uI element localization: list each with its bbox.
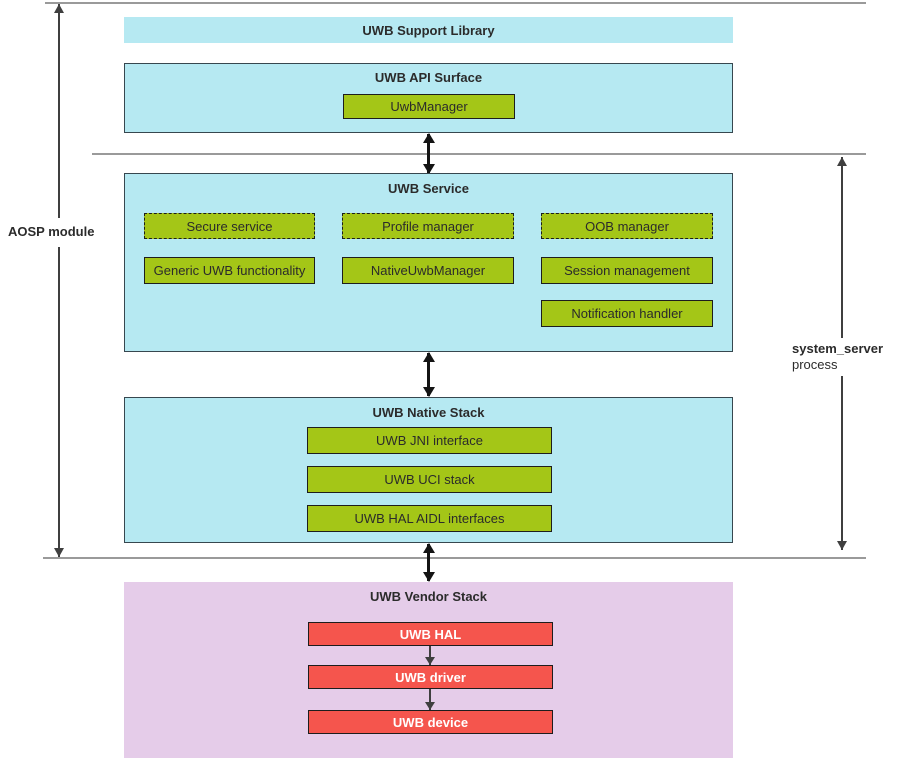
native-uwb-manager-chip: NativeUwbManager bbox=[342, 257, 514, 284]
system-server-label: system_server process bbox=[792, 341, 883, 373]
driver-to-device-arrow bbox=[429, 689, 431, 710]
system-server-arrow-upper bbox=[841, 157, 843, 338]
uwb-support-library-box: UWB Support Library bbox=[124, 17, 733, 43]
aosp-module-arrow-lower bbox=[58, 247, 60, 557]
aosp-module-label: AOSP module bbox=[8, 224, 95, 239]
boundary-line-top bbox=[45, 2, 866, 4]
uwbmanager-chip: UwbManager bbox=[343, 94, 515, 119]
uwb-vendor-stack-title: UWB Vendor Stack bbox=[369, 589, 488, 604]
aosp-module-arrow-upper bbox=[58, 4, 60, 218]
uwb-support-library-title: UWB Support Library bbox=[362, 22, 495, 38]
session-management-chip: Session management bbox=[541, 257, 713, 284]
uwb-hal-aidl-interfaces-chip: UWB HAL AIDL interfaces bbox=[307, 505, 552, 532]
uwb-driver-chip: UWB driver bbox=[308, 665, 553, 689]
uwb-api-surface-box: UWB API Surface UwbManager bbox=[124, 63, 733, 133]
uwb-vendor-stack-box: UWB Vendor Stack UWB HAL UWB driver UWB … bbox=[124, 582, 733, 758]
boundary-line-middle bbox=[92, 153, 866, 155]
generic-uwb-functionality-chip: Generic UWB functionality bbox=[144, 257, 315, 284]
native-to-vendor-arrow bbox=[427, 544, 430, 581]
uwb-service-box: UWB Service Secure service Profile manag… bbox=[124, 173, 733, 352]
secure-service-chip: Secure service bbox=[144, 213, 315, 239]
system-server-label-line1: system_server bbox=[792, 341, 884, 356]
system-server-arrow-lower bbox=[841, 376, 843, 550]
notification-handler-chip: Notification handler bbox=[541, 300, 713, 327]
uwb-uci-stack-chip: UWB UCI stack bbox=[307, 466, 552, 493]
uwb-hal-chip: UWB HAL bbox=[308, 622, 553, 646]
hal-to-driver-arrow bbox=[429, 646, 431, 665]
uwb-service-title: UWB Service bbox=[388, 181, 469, 196]
uwb-native-stack-box: UWB Native Stack UWB JNI interface UWB U… bbox=[124, 397, 733, 543]
api-to-service-arrow bbox=[427, 134, 430, 173]
boundary-line-bottom bbox=[43, 557, 866, 559]
system-server-label-line2: process bbox=[792, 357, 838, 372]
oob-manager-chip: OOB manager bbox=[541, 213, 713, 239]
profile-manager-chip: Profile manager bbox=[342, 213, 514, 239]
service-to-native-arrow bbox=[427, 353, 430, 396]
uwb-jni-interface-chip: UWB JNI interface bbox=[307, 427, 552, 454]
uwb-api-surface-title: UWB API Surface bbox=[374, 70, 483, 85]
uwb-native-stack-title: UWB Native Stack bbox=[372, 405, 485, 420]
uwb-device-chip: UWB device bbox=[308, 710, 553, 734]
